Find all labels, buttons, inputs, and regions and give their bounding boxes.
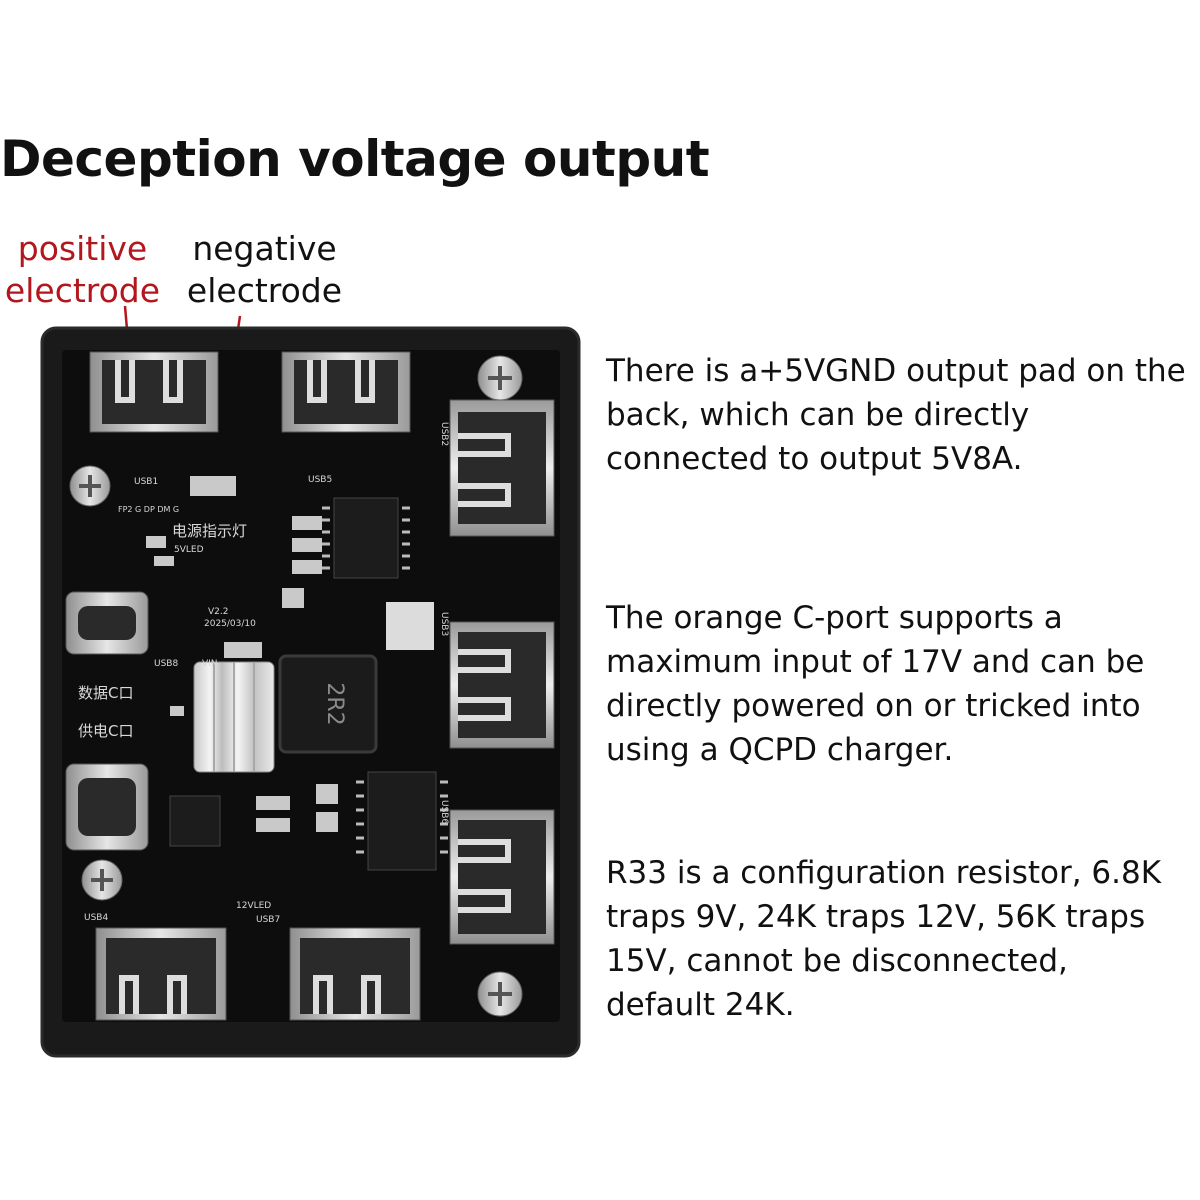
usb-c-power-port — [65, 763, 149, 851]
usb-port-usb5 — [281, 351, 411, 433]
silk-data-port: 数据C口 — [78, 684, 133, 702]
silk-power-port: 供电C口 — [78, 722, 133, 740]
screw-top-right — [477, 355, 523, 401]
desc-line: directly powered on or tricked into — [606, 688, 1141, 724]
silk-12vled: 12VLED — [236, 901, 271, 911]
silk-usb8: USB8 — [154, 659, 178, 669]
desc-line: using a QCPD charger. — [606, 732, 954, 768]
desc-line: The orange C-port supports a — [606, 600, 1063, 636]
desc-line: maximum input of 17V and can be — [606, 644, 1145, 680]
silk-usb4: USB4 — [84, 913, 108, 923]
description-output-pad: There is a+5VGND output pad on the back,… — [606, 349, 1196, 481]
silk-usb7: USB7 — [256, 915, 280, 925]
description-r33: R33 is a configuration resistor, 6.8K tr… — [606, 851, 1196, 1027]
inductor-label: 2R2 — [322, 682, 347, 725]
heat-sink — [193, 661, 275, 773]
pcb-board-photo: 2R2 USB1 USB5 USB2 USB3 USB6 USB4 USB7 U… — [40, 326, 581, 1058]
silk-usb1: USB1 — [134, 477, 158, 487]
smd-components — [146, 476, 338, 832]
usb-port-usb6 — [449, 809, 555, 945]
desc-line: R33 is a configuration resistor, 6.8K — [606, 855, 1162, 891]
positive-electrode-label: positive electrode — [0, 228, 165, 312]
negative-electrode-label: negative electrode — [182, 228, 347, 312]
usb-port-usb4 — [95, 927, 227, 1021]
silk-vin: VIN — [202, 659, 218, 669]
silk-usb6: USB6 — [439, 800, 449, 824]
negative-label-line-2: electrode — [186, 271, 343, 310]
ic-chips — [169, 497, 448, 871]
desc-line: connected to output 5V8A. — [606, 441, 1023, 477]
usb-port-usb1 — [89, 351, 219, 433]
silk-usb2: USB2 — [439, 422, 449, 446]
desc-line: There is a+5VGND output pad on the — [606, 353, 1186, 389]
usb-port-usb7 — [289, 927, 421, 1021]
screw-left — [69, 465, 111, 507]
page-title: Deception voltage output — [0, 130, 710, 188]
positive-label-line-1: positive — [17, 229, 148, 268]
inductor-2r2: 2R2 — [278, 654, 378, 754]
silk-5vled: 5VLED — [174, 545, 204, 555]
usb-c-data-port — [65, 591, 149, 655]
negative-label-line-1: negative — [192, 229, 337, 268]
positive-label-line-2: electrode — [4, 271, 161, 310]
desc-line: 15V, cannot be disconnected, — [606, 943, 1068, 979]
silk-power-indicator: 电源指示灯 — [172, 522, 247, 540]
screw-bottom-left — [81, 859, 123, 901]
usb-port-usb3 — [449, 621, 555, 749]
desc-line: traps 9V, 24K traps 12V, 56K traps — [606, 899, 1146, 935]
description-c-port: The orange C-port supports a maximum inp… — [606, 596, 1196, 772]
silk-usb3: USB3 — [439, 612, 449, 636]
silk-pins: FP2 G DP DM G — [118, 505, 179, 514]
silk-usb5: USB5 — [308, 475, 332, 485]
usb-port-usb2 — [449, 399, 555, 537]
silk-version: V2.2 — [208, 607, 228, 617]
desc-line: back, which can be directly — [606, 397, 1030, 433]
screw-bottom-right — [477, 971, 523, 1017]
desc-line: default 24K. — [606, 987, 795, 1023]
silk-date: 2025/03/10 — [204, 619, 256, 629]
